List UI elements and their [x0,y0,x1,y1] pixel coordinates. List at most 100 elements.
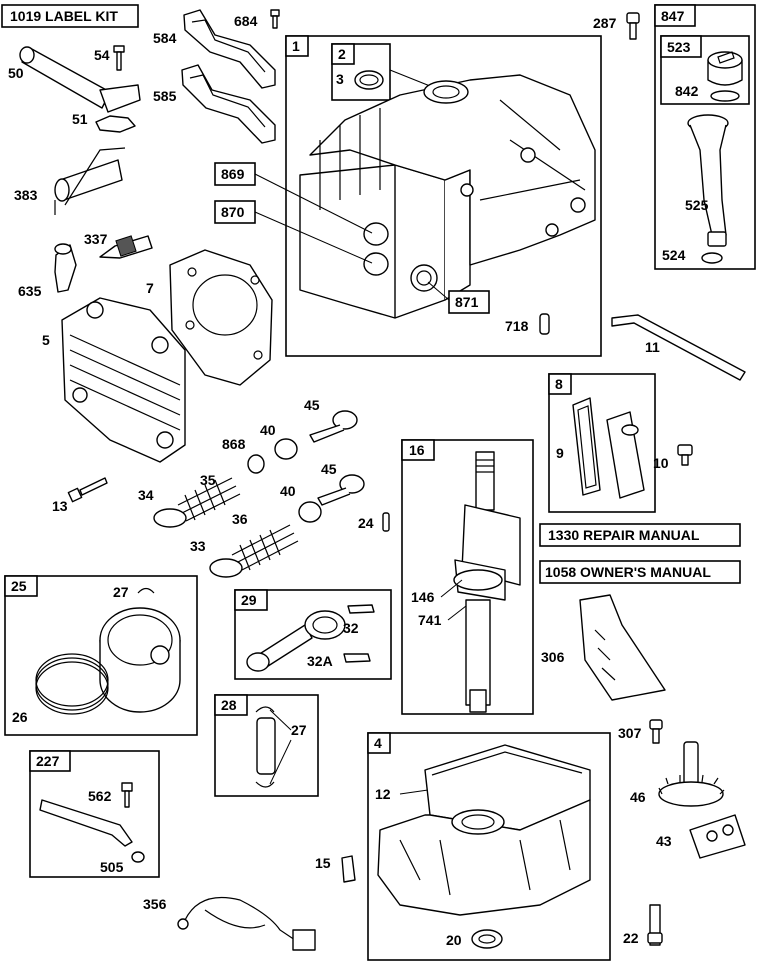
rod-11 [611,314,746,381]
part-15-label: 15 [315,855,331,871]
wire-356 [184,896,296,941]
group-2-label: 2 [338,46,346,62]
label-kit-box [1,4,139,28]
group-523-label: 523 [667,39,691,55]
seal-868 [247,454,265,474]
part-524-label: 524 [662,247,686,263]
group-8-box [548,373,656,513]
part-718-label: 718 [505,318,529,334]
governor-assembly [689,814,746,859]
group-8-label: 8 [555,376,563,392]
part-27b-label: 27 [291,722,307,738]
group-25-box [4,575,198,736]
sump-cover [377,744,591,916]
group-870-label: 870 [221,204,245,220]
part-287-label: 287 [593,15,617,31]
group-28-tag [214,694,248,716]
screw-54 [113,45,125,71]
group-25-tag [4,575,38,597]
plate-585 [181,64,276,144]
screw-287 [626,12,640,40]
seal-ring-inner [359,74,379,86]
part-307-label: 307 [618,725,642,741]
group-29-tag [234,589,268,611]
leader-27b-b [269,739,292,785]
part-46-label: 46 [630,789,646,805]
group-871-label: 871 [455,294,479,310]
part-40a-label: 40 [260,422,276,438]
screw-307 [649,719,663,744]
dipstick-cap [707,51,743,86]
part-10-label: 10 [653,455,669,471]
part-842-label: 842 [675,83,699,99]
part-585-label: 585 [153,88,177,104]
part-11-label: 11 [645,339,660,355]
shroud-306 [579,594,666,701]
retainer-40a [274,438,298,460]
group-227-label: 227 [36,753,60,769]
part-584-label: 584 [153,30,177,46]
leader-27b-a [269,709,292,731]
circlip-27b-top [255,706,275,713]
group-1-label: 1 [292,38,300,54]
wrist-pin [256,717,276,775]
part-40b-label: 40 [280,483,296,499]
part-35-label: 35 [200,472,216,488]
part-24-label: 24 [358,515,374,531]
owners-manual-text: 1058 OWNER'S MANUAL [545,564,711,580]
breather-tube [19,46,141,113]
pin-24 [382,512,390,532]
piston [99,607,181,713]
part-741-label: 741 [418,612,442,628]
group-847-box [654,4,756,270]
part-146-label: 146 [411,589,435,605]
gasket-584 [183,9,276,89]
part-33-label: 33 [190,538,206,554]
group-2-tag [331,43,355,65]
connecting-rod [246,610,346,672]
group-28-box [214,694,319,797]
part-9-label: 9 [556,445,564,461]
bolt-13 [67,477,108,503]
repair-manual-text: 1330 REPAIR MANUAL [548,527,700,543]
leader-869 [254,173,373,234]
gasket-51 [95,115,136,133]
part-45a-label: 45 [304,397,320,413]
part-868-label: 868 [222,436,246,452]
circlip-27b-bottom [255,781,275,788]
head-gasket [169,249,273,386]
part-36-label: 36 [232,511,248,527]
crankshaft [453,451,521,713]
part-27a-label: 27 [113,584,129,600]
part-50-label: 50 [8,65,24,81]
wire-connector [292,929,316,951]
part-684-label: 684 [234,13,258,29]
part-306-label: 306 [541,649,565,665]
part-525-label: 525 [685,197,709,213]
part-635-label: 635 [18,283,42,299]
o-ring-524 [701,252,723,264]
part-34-label: 34 [138,487,154,503]
o-ring-842 [710,90,740,102]
dowel-pin [539,313,550,335]
group-227-tag [29,750,71,772]
label-kit-text: 1019 LABEL KIT [10,8,118,24]
retainer-40b [298,501,322,523]
part-45b-label: 45 [321,461,337,477]
bolt-22 [647,904,663,946]
governor-lever [39,799,133,847]
part-7-label: 7 [146,280,154,296]
leader-12 [399,789,429,795]
part-562-label: 562 [88,788,112,804]
part-356-label: 356 [143,896,167,912]
group-16-label: 16 [409,442,425,458]
part-3-label: 3 [336,71,344,87]
piston-rings [35,653,109,715]
plug-15 [341,855,356,883]
seal-ring [354,70,384,90]
screw-684 [270,9,280,29]
owners-manual-box [539,560,741,584]
screw-32 [347,604,375,614]
group-29-box [234,589,392,680]
